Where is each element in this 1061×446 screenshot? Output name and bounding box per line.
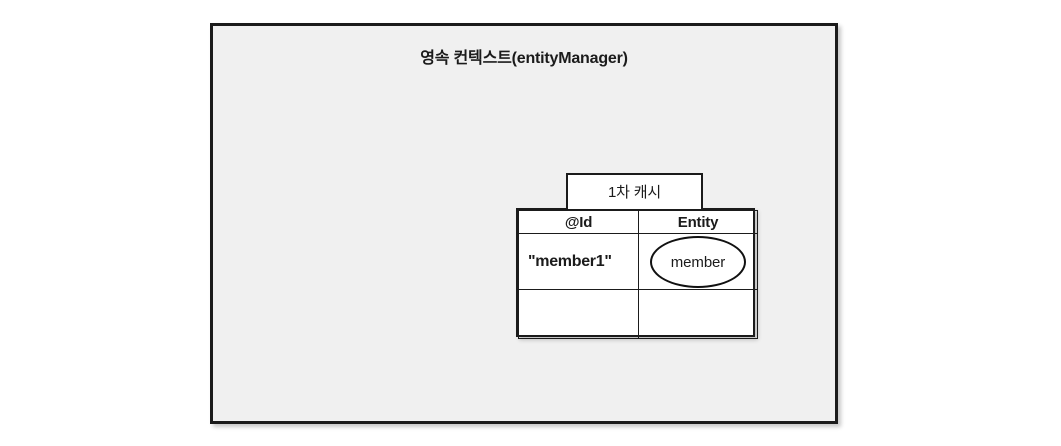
persistence-context-panel: 영속 컨텍스트(entityManager) 1차 캐시 @Id Entity … <box>210 23 838 424</box>
table-row <box>518 289 758 339</box>
first-level-cache-label-box: 1차 캐시 <box>566 173 703 209</box>
cache-key-cell: "member1" <box>518 233 639 290</box>
cache-entity-cell-empty <box>638 289 758 339</box>
cache-key-value: "member1" <box>528 252 612 270</box>
cache-entity-cell: member <box>638 233 758 290</box>
table-header-row: @Id Entity <box>518 210 758 234</box>
column-header-entity: Entity <box>638 210 758 234</box>
column-header-id: @Id <box>518 210 639 234</box>
entity-ellipse: member <box>650 236 746 288</box>
cache-key-cell-empty <box>518 289 639 339</box>
page-title: 영속 컨텍스트(entityManager) <box>420 50 628 67</box>
first-level-cache-label: 1차 캐시 <box>608 183 661 201</box>
first-level-cache-table: @Id Entity "member1" member <box>516 208 758 339</box>
entity-label: member <box>670 253 726 271</box>
table-row: "member1" member <box>518 233 758 290</box>
